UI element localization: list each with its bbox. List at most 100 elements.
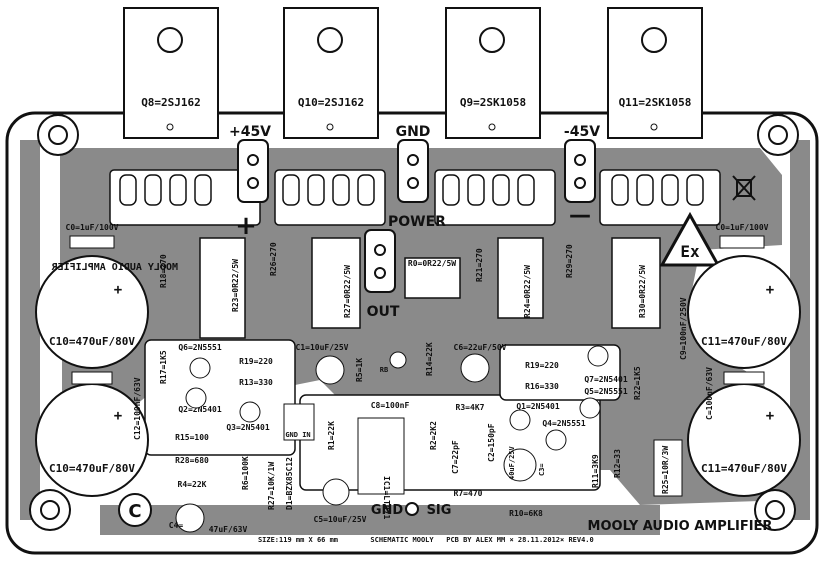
- c2-label: C2=150pF: [487, 423, 496, 462]
- r3-label: R3=4K7: [456, 403, 485, 412]
- c1-body: [315, 355, 345, 385]
- c10-top-label: C10=470uF/80V: [49, 335, 135, 348]
- gnd-bottom-label: GND: [371, 503, 404, 518]
- c4-label: C4=: [169, 521, 184, 530]
- c9b-label: C=100nF/63V: [705, 367, 714, 420]
- minus-45v-label: -45V: [564, 124, 600, 140]
- r25-body: [653, 439, 683, 497]
- minus-sign: —: [569, 203, 591, 228]
- r30-label: R30=0R22/5W: [638, 265, 647, 318]
- c12-label: C12=100nF/63V: [133, 377, 142, 440]
- c5-body: [322, 478, 350, 506]
- gnd-bottom-pad: [405, 502, 419, 516]
- c11-top-label: C11=470uF/80V: [701, 335, 787, 348]
- c9-label: C9=100nF/250V: [679, 297, 688, 360]
- c0-right-body: [719, 235, 765, 249]
- q9-label: Q9=2SK1058: [460, 96, 526, 109]
- sig-label: SIG: [427, 503, 452, 518]
- c3-label: C3=: [538, 463, 546, 476]
- weee-bin-icon: [732, 175, 756, 201]
- r27-label: R27=0R22/5W: [343, 265, 352, 318]
- q3-body: [239, 401, 261, 423]
- r25-label: R25=10R/3W: [661, 446, 670, 494]
- cap-small-right: [723, 371, 765, 385]
- r14-label: R14=22K: [425, 342, 434, 376]
- gnd-in-label: GND IN: [285, 431, 310, 439]
- r4-label: R4=22K: [178, 480, 207, 489]
- q8-label: Q8=2SJ162: [141, 96, 201, 109]
- q10-label: Q10=2SJ162: [298, 96, 364, 109]
- r2-label: R2=2K2: [429, 421, 438, 450]
- c1-label: C1=10uF/25V: [296, 343, 349, 352]
- q4-label: Q4=2N5551: [542, 419, 586, 428]
- transistor-q8: Q8=2SJ162: [123, 7, 219, 139]
- c5-label: C5=10uF/25V: [314, 515, 367, 524]
- rb-label: RB: [380, 366, 388, 374]
- r10-label: R10=6K8: [509, 509, 543, 518]
- gnd-top-label: GND: [396, 124, 431, 140]
- r16-label: R16=330: [525, 382, 559, 391]
- ic1-label: IC1=LT071: [382, 476, 391, 520]
- copyright-letter: C: [128, 501, 141, 522]
- c7-label: C7=22pF: [451, 440, 460, 474]
- input-connector: [283, 403, 315, 441]
- cap-c10-top: C10=470uF/80V +: [35, 255, 149, 369]
- r24-label: R24=0R22/5W: [523, 265, 532, 318]
- cap-c10-bottom: C10=470uF/80V +: [35, 383, 149, 497]
- copyright-icon: [118, 493, 152, 527]
- r13-label: R13=330: [239, 378, 273, 387]
- svg-text:+: +: [766, 408, 774, 424]
- r6-label: R6=100K: [241, 456, 250, 490]
- ic1-body: [357, 417, 405, 495]
- q7-label: Q7=2N5401: [584, 375, 628, 384]
- c0-left-label: C0=1uF/100V: [66, 223, 119, 232]
- c3-value: 40uF/25V: [508, 445, 516, 480]
- q11-label: Q11=2SK1058: [619, 96, 692, 109]
- c10-bottom-label: C10=470uF/80V: [49, 462, 135, 475]
- power-terminals: [237, 139, 596, 293]
- q4-body: [545, 429, 567, 451]
- q1-body: [509, 409, 531, 431]
- r29-label: R29=270: [565, 244, 574, 278]
- q7-body: [587, 345, 609, 367]
- r1-label: R1=22K: [327, 421, 336, 450]
- q3-label: Q3=2N5401: [226, 423, 270, 432]
- mounting-holes: [29, 114, 799, 531]
- transistor-q10: Q10=2SJ162: [283, 7, 379, 139]
- transistor-pads: [119, 174, 704, 206]
- d1-label: D1=BZX85C12: [285, 457, 294, 510]
- r22-label: R22=1K5: [633, 366, 642, 400]
- q5-label: Q5=2N5551: [584, 387, 628, 396]
- r27b-label: R27=10K/1W: [267, 462, 276, 510]
- q6-body: [189, 357, 211, 379]
- r5-label: R5=1K: [355, 358, 364, 382]
- r12-label: R12=33: [613, 449, 622, 478]
- cap-small-left: [71, 371, 113, 385]
- pcb-credit: PCB BY ALEX MM × 28.11.2012× REV4.0: [446, 536, 594, 544]
- svg-text:+: +: [114, 282, 122, 298]
- transistor-q9: Q9=2SK1058: [445, 7, 541, 139]
- r19b-label: R19=220: [525, 361, 559, 370]
- r0-label: R0=0R22/5W: [408, 259, 456, 268]
- r26-label: R26=270: [269, 242, 278, 276]
- rb-trimmer: [389, 351, 407, 369]
- transistor-q11: Q11=2SK1058: [607, 7, 703, 139]
- c6-body: [460, 353, 490, 383]
- mirrored-mooly-label: MOOLY AUDIO AMPLIFIER: [51, 262, 178, 273]
- r18-label: R18=270: [159, 254, 168, 288]
- svg-text:+: +: [766, 282, 774, 298]
- plus-sign: +: [235, 211, 257, 241]
- c4-value: 47uF/63V: [209, 525, 248, 534]
- c6-label: C6=22uF/50V: [454, 343, 507, 352]
- q2-body: [185, 387, 207, 409]
- power-label: POWER: [388, 214, 446, 230]
- c3-body: [503, 448, 537, 482]
- cap-c11-top: C11=470uF/80V +: [687, 255, 801, 369]
- c0-left-body: [69, 235, 115, 249]
- board-title: MOOLY AUDIO AMPLIFIER: [588, 519, 773, 534]
- svg-text:Ex: Ex: [680, 242, 700, 261]
- q5-body: [579, 397, 601, 419]
- r28-label: R28=680: [175, 456, 209, 465]
